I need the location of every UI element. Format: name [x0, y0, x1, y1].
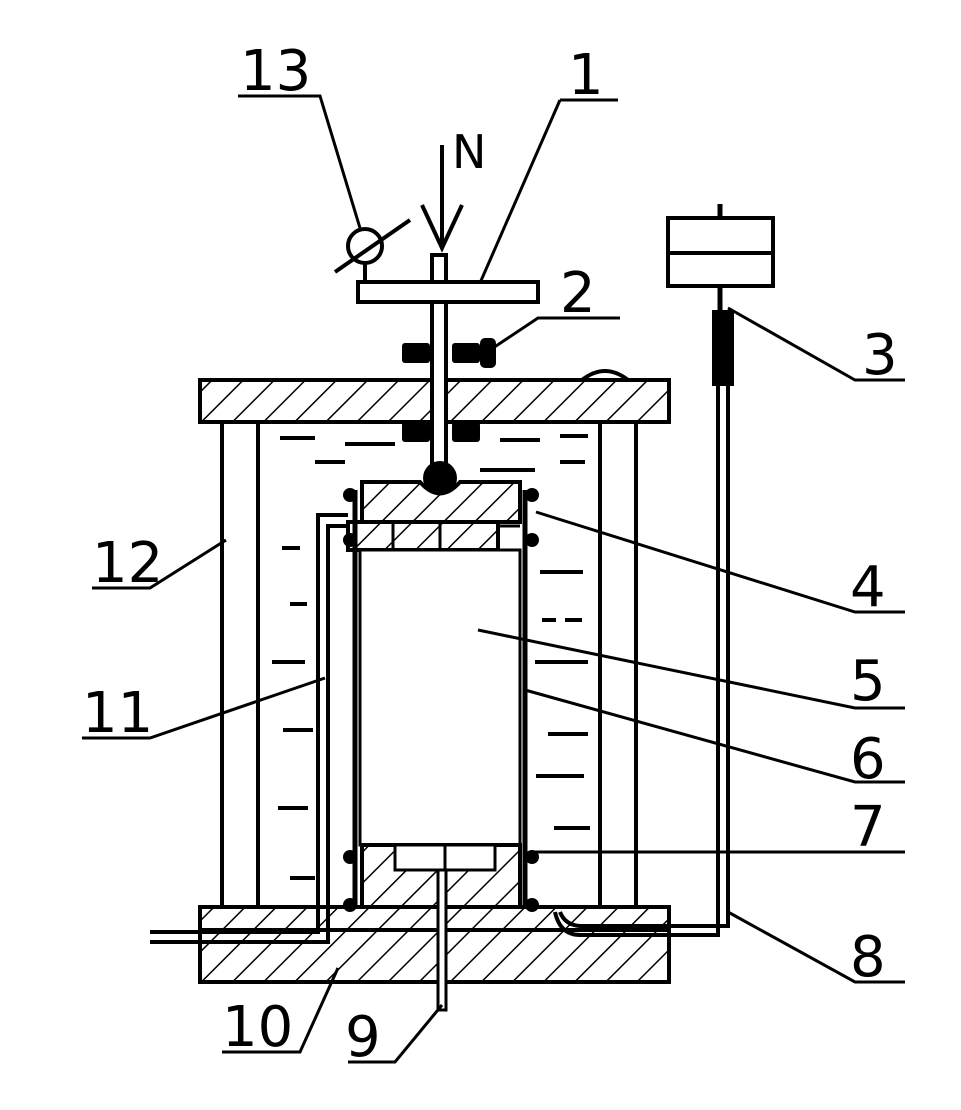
rock-specimen — [358, 548, 522, 847]
loading-rod — [356, 253, 540, 495]
rubber-membrane — [352, 490, 528, 905]
callout-3: 3 — [862, 323, 898, 388]
callout-5: 5 — [850, 649, 886, 714]
callout-4: 4 — [850, 555, 886, 620]
callout-13: 13 — [240, 39, 311, 104]
leader-lines — [82, 94, 905, 1064]
callout-9: 9 — [345, 1005, 381, 1070]
callout-12: 12 — [92, 531, 163, 596]
volume-tube — [553, 310, 734, 937]
callout-10: 10 — [222, 995, 293, 1060]
axial-load-arrow — [420, 145, 464, 253]
callout-1: 1 — [568, 43, 604, 108]
volume-gauge-device — [666, 204, 775, 312]
chamber-water — [272, 434, 590, 880]
base-plate — [198, 905, 671, 984]
pressure-gauge-icon — [333, 218, 412, 283]
confining-pipe — [150, 513, 348, 944]
force-label-n: N — [452, 125, 486, 179]
top-cap — [346, 480, 522, 552]
callout-11: 11 — [82, 681, 153, 746]
chamber-wall-right — [598, 418, 638, 910]
callout-2: 2 — [560, 261, 596, 326]
callout-7: 7 — [850, 795, 886, 860]
seal-nuts — [402, 338, 496, 442]
callout-6: 6 — [850, 727, 886, 792]
callout-8: 8 — [850, 925, 886, 990]
chamber-wall-left — [220, 418, 260, 910]
drainage-tube — [436, 868, 448, 1012]
